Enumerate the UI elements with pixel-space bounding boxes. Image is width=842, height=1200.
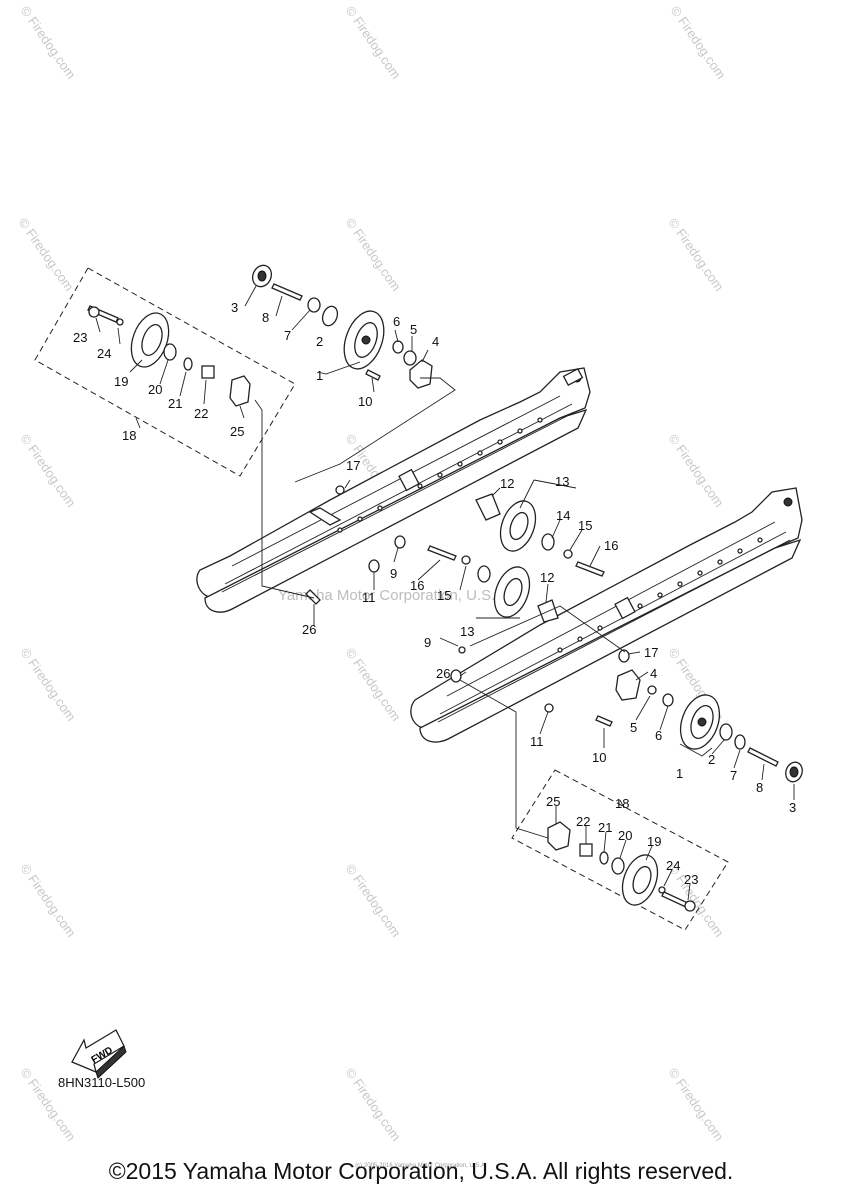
callout-labels: 3 8 7 2 1 6 5 4 10 23 24 19 20 21 22 25 … xyxy=(73,300,796,887)
callout-16: 16 xyxy=(604,538,618,553)
callout-17: 17 xyxy=(346,458,360,473)
callout-5: 5 xyxy=(410,322,417,337)
watermark: © Firedog.com xyxy=(343,215,404,294)
watermark: © Firedog.com xyxy=(18,861,79,940)
callout-10: 10 xyxy=(592,750,606,765)
callout-8: 8 xyxy=(262,310,269,325)
callout-26: 26 xyxy=(436,666,450,681)
callout-16: 16 xyxy=(410,578,424,593)
watermark: © Firedog.com xyxy=(668,3,729,82)
footer-small-copyright: (c) 2005-2016 Yamaha Motor Corporation, … xyxy=(355,1163,487,1169)
callout-18: 18 xyxy=(615,796,629,811)
callout-15: 15 xyxy=(437,588,451,603)
callout-4: 4 xyxy=(432,334,439,349)
callout-15: 15 xyxy=(578,518,592,533)
callout-21: 21 xyxy=(598,820,612,835)
watermark: © Firedog.com xyxy=(18,431,79,510)
callout-20: 20 xyxy=(148,382,162,397)
callout-12: 12 xyxy=(500,476,514,491)
callout-13: 13 xyxy=(555,474,569,489)
callout-22: 22 xyxy=(576,814,590,829)
callout-5: 5 xyxy=(630,720,637,735)
callout-22: 22 xyxy=(194,406,208,421)
callout-25: 25 xyxy=(230,424,244,439)
upper-left-wheel-parts xyxy=(87,264,433,407)
callout-12: 12 xyxy=(540,570,554,585)
callout-21: 21 xyxy=(168,396,182,411)
callout-25: 25 xyxy=(546,794,560,809)
watermark: © Firedog.com xyxy=(16,215,77,294)
group-box-upper-left xyxy=(34,267,296,477)
callout-13: 13 xyxy=(460,624,474,639)
fwd-arrow-icon: FWD xyxy=(71,1029,127,1079)
callout-2: 2 xyxy=(316,334,323,349)
group-box-lower-right xyxy=(511,769,729,931)
callout-14: 14 xyxy=(556,508,570,523)
lower-right-wheel-parts xyxy=(547,669,803,912)
callout-23: 23 xyxy=(73,330,87,345)
watermark: © Firedog.com xyxy=(343,1065,404,1144)
watermark: © Firedog.com xyxy=(666,431,727,510)
watermark: © Firedog.com xyxy=(666,215,727,294)
callout-19: 19 xyxy=(647,834,661,849)
left-slide-rail xyxy=(196,367,591,613)
callout-11: 11 xyxy=(362,590,376,605)
callout-11: 11 xyxy=(530,734,544,749)
callout-18: 18 xyxy=(122,428,136,443)
right-slide-rail xyxy=(410,487,803,743)
callout-6: 6 xyxy=(655,728,662,743)
callout-26: 26 xyxy=(302,622,316,637)
rail-holes xyxy=(337,417,543,533)
callout-1: 1 xyxy=(676,766,683,781)
watermark: © Firedog.com xyxy=(343,645,404,724)
footer-copyright: ©2015 Yamaha Motor Corporation, U.S.A. A… xyxy=(108,1158,734,1184)
callout-8: 8 xyxy=(756,780,763,795)
callout-7: 7 xyxy=(730,768,737,783)
callout-9: 9 xyxy=(390,566,397,581)
watermark: © Firedog.com xyxy=(18,3,79,82)
callout-7: 7 xyxy=(284,328,291,343)
callout-2: 2 xyxy=(708,752,715,767)
callout-4: 4 xyxy=(650,666,657,681)
callout-1: 1 xyxy=(316,368,323,383)
callout-3: 3 xyxy=(789,800,796,815)
callout-10: 10 xyxy=(358,394,372,409)
rail-holes xyxy=(557,537,763,653)
middle-parts xyxy=(305,485,630,713)
callout-20: 20 xyxy=(618,828,632,843)
leader-lines xyxy=(95,285,795,901)
callout-24: 24 xyxy=(666,858,680,873)
callout-24: 24 xyxy=(97,346,111,361)
callout-17: 17 xyxy=(644,645,658,660)
watermark: © Firedog.com xyxy=(666,1065,727,1144)
diagram-code: 8HN3110-L500 xyxy=(58,1075,145,1090)
callout-9: 9 xyxy=(424,635,431,650)
watermark: © Firedog.com xyxy=(343,861,404,940)
watermark-layer: © Firedog.com © Firedog.com © Firedog.co… xyxy=(16,3,729,1144)
callout-6: 6 xyxy=(393,314,400,329)
watermark: © Firedog.com xyxy=(18,645,79,724)
callout-23: 23 xyxy=(684,872,698,887)
callout-19: 19 xyxy=(114,374,128,389)
callout-3: 3 xyxy=(231,300,238,315)
center-watermark: Yamaha Motor Corporation, U.S.A. xyxy=(278,587,510,604)
watermark: © Firedog.com xyxy=(343,3,404,82)
